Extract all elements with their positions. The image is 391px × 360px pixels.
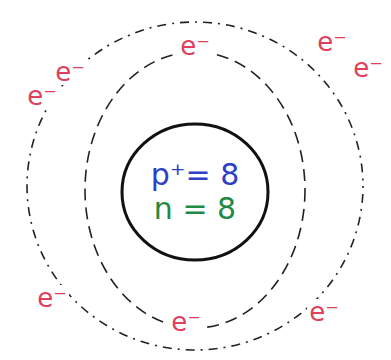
particle-count: p⁺= 8	[151, 158, 240, 193]
particle-count: n = 8	[154, 192, 236, 227]
outer-shell	[27, 22, 363, 350]
electron: e⁻	[315, 29, 349, 55]
electron: e⁻	[178, 33, 212, 59]
electron: e⁻	[351, 55, 385, 81]
nucleus: p⁺= 8n = 8	[120, 122, 270, 262]
electron: e⁻	[53, 59, 87, 85]
nucleus-circle	[122, 124, 268, 260]
electron: e⁻	[169, 309, 203, 335]
electron: e⁻	[25, 83, 59, 109]
inner-shell	[85, 52, 305, 328]
electron: e⁻	[35, 285, 69, 311]
nucleus-content: p⁺= 8n = 8	[120, 122, 270, 262]
electron: e⁻	[307, 299, 341, 325]
